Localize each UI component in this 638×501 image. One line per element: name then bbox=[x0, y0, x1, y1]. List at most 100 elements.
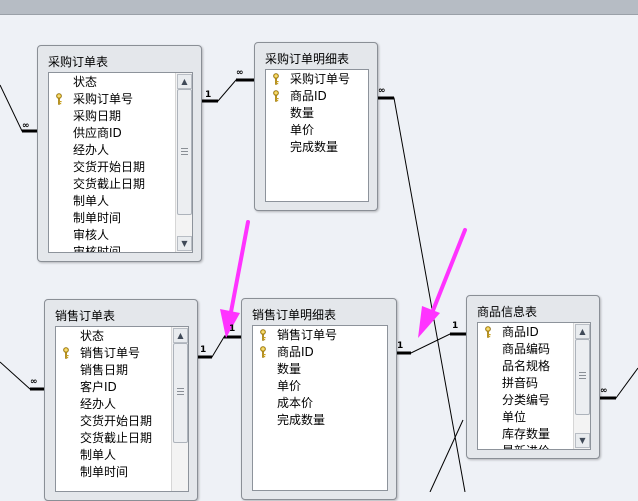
field-name: 销售订单号 bbox=[277, 328, 338, 342]
field-name: 交货截止日期 bbox=[80, 431, 153, 445]
field-row[interactable]: 商品ID bbox=[478, 324, 572, 341]
field-rows: 销售订单号商品ID 数量单价成本价完成数量 bbox=[253, 327, 387, 429]
top-toolbar-strip bbox=[0, 0, 638, 15]
scrollbar[interactable]: ▲ ▼ bbox=[573, 323, 590, 449]
scrollbar[interactable]: ▲ bbox=[171, 327, 188, 491]
field-row[interactable]: 成本价 bbox=[253, 395, 387, 412]
field-row[interactable]: 制单人 bbox=[49, 193, 174, 210]
field-row[interactable]: 最新进价 bbox=[478, 443, 572, 449]
field-row[interactable]: 经办人 bbox=[49, 142, 174, 159]
table-purchase-order[interactable]: 采购订单表 状态采购订单号采购日期供应商ID 经办人交货开始日期交货截止日期制单人… bbox=[37, 45, 202, 262]
relationship-line-left-purchase[interactable] bbox=[0, 84, 37, 132]
table-title[interactable]: 商品信息表 bbox=[477, 305, 538, 319]
cardinality-one-purchase-order: 1 bbox=[205, 90, 212, 100]
field-name: 采购日期 bbox=[73, 109, 122, 123]
relationship-line-bottom[interactable] bbox=[429, 419, 464, 492]
primary-key-icon bbox=[485, 326, 491, 338]
field-name: 成本价 bbox=[277, 396, 314, 410]
field-name: 品名规格 bbox=[502, 359, 551, 373]
arrow-annotation-right bbox=[418, 228, 467, 338]
field-row[interactable]: 状态 bbox=[49, 74, 174, 91]
table-sales-order-detail[interactable]: 销售订单明细表 销售订单号商品ID 数量单价成本价完成数量 bbox=[241, 298, 397, 500]
field-row[interactable]: 单价 bbox=[253, 378, 387, 395]
primary-key-icon bbox=[273, 73, 279, 85]
cardinality-one-sales-order: 1 bbox=[200, 345, 207, 355]
field-row[interactable]: 经办人 bbox=[56, 396, 170, 413]
field-name: 完成数量 bbox=[290, 140, 339, 154]
field-name: 采购订单号 bbox=[73, 92, 134, 106]
field-row[interactable]: 数量 bbox=[266, 105, 368, 122]
table-sales-order[interactable]: 销售订单表 状态销售订单号销售日期客户ID 经办人交货开始日期交货截止日期制单人制… bbox=[44, 299, 198, 501]
field-list[interactable]: 销售订单号商品ID 数量单价成本价完成数量 bbox=[252, 325, 388, 491]
scrollbar[interactable]: ▲ ▼ bbox=[175, 73, 192, 252]
field-row[interactable]: 分类编号 bbox=[478, 392, 572, 409]
relationship-line-sales-detail-to-product[interactable] bbox=[395, 333, 466, 354]
field-row[interactable]: 商品ID bbox=[253, 344, 387, 361]
table-title[interactable]: 采购订单表 bbox=[48, 55, 109, 69]
field-name: 单价 bbox=[290, 123, 315, 137]
field-row[interactable]: 单价 bbox=[266, 122, 368, 139]
field-rows: 状态采购订单号采购日期供应商ID 经办人交货开始日期交货截止日期制单人制单时间审核… bbox=[49, 74, 174, 253]
field-name: 状态 bbox=[80, 329, 105, 343]
field-row[interactable]: 完成数量 bbox=[253, 412, 387, 429]
field-row[interactable]: 交货截止日期 bbox=[56, 430, 170, 447]
field-row[interactable]: 品名规格 bbox=[478, 358, 572, 375]
scroll-down-arrow-icon[interactable]: ▼ bbox=[575, 433, 590, 448]
field-list[interactable]: 状态采购订单号采购日期供应商ID 经办人交货开始日期交货截止日期制单人制单时间审核… bbox=[48, 72, 193, 253]
table-product-info[interactable]: 商品信息表 商品ID商品编码品名规格拼音码分类编号单位库存数量最新进价 ▲ ▼ bbox=[466, 295, 600, 459]
field-row[interactable]: 销售日期 bbox=[56, 362, 170, 379]
field-row[interactable]: 状态 bbox=[56, 328, 170, 345]
field-row[interactable]: 供应商ID bbox=[49, 125, 174, 142]
field-row[interactable]: 数量 bbox=[253, 361, 387, 378]
field-name: 销售订单号 bbox=[80, 346, 141, 360]
field-name: 完成数量 bbox=[277, 413, 326, 427]
table-title[interactable]: 销售订单表 bbox=[55, 309, 116, 323]
field-row[interactable]: 商品ID bbox=[266, 88, 368, 105]
field-name: 制单时间 bbox=[73, 211, 122, 225]
table-title[interactable]: 采购订单明细表 bbox=[265, 52, 350, 66]
field-name: 审核时间 bbox=[73, 245, 122, 253]
field-name: 制单人 bbox=[80, 448, 117, 462]
field-row[interactable]: 商品编码 bbox=[478, 341, 572, 358]
field-list[interactable]: 状态销售订单号销售日期客户ID 经办人交货开始日期交货截止日期制单人制单时间 ▲ bbox=[55, 326, 189, 492]
field-name: 商品编码 bbox=[502, 342, 551, 356]
field-row[interactable]: 销售订单号 bbox=[253, 327, 387, 344]
primary-key-icon bbox=[63, 347, 69, 359]
field-row[interactable]: 拼音码 bbox=[478, 375, 572, 392]
field-row[interactable]: 采购订单号 bbox=[49, 91, 174, 108]
field-row[interactable]: 采购订单号 bbox=[266, 71, 368, 88]
cardinality-one-product-info: 1 bbox=[452, 321, 459, 331]
field-row[interactable]: 制单人 bbox=[56, 447, 170, 464]
scroll-thumb[interactable] bbox=[575, 339, 590, 415]
field-list[interactable]: 商品ID商品编码品名规格拼音码分类编号单位库存数量最新进价 ▲ ▼ bbox=[477, 322, 591, 450]
field-name: 供应商ID bbox=[73, 126, 122, 140]
field-row[interactable]: 审核人 bbox=[49, 227, 174, 244]
field-row[interactable]: 完成数量 bbox=[266, 139, 368, 156]
field-row[interactable]: 库存数量 bbox=[478, 426, 572, 443]
field-row[interactable]: 客户ID bbox=[56, 379, 170, 396]
field-name: 状态 bbox=[73, 75, 98, 89]
scroll-up-arrow-icon[interactable]: ▲ bbox=[177, 74, 192, 89]
field-row[interactable]: 制单时间 bbox=[49, 210, 174, 227]
field-row[interactable]: 单位 bbox=[478, 409, 572, 426]
field-row[interactable]: 销售订单号 bbox=[56, 345, 170, 362]
field-name: 单位 bbox=[502, 410, 527, 424]
field-name: 客户ID bbox=[80, 380, 117, 394]
primary-key-icon bbox=[260, 346, 266, 358]
field-row[interactable]: 交货开始日期 bbox=[56, 413, 170, 430]
table-title[interactable]: 销售订单明细表 bbox=[252, 308, 337, 322]
field-row[interactable]: 制单时间 bbox=[56, 464, 170, 481]
field-row[interactable]: 审核时间 bbox=[49, 244, 174, 253]
scroll-down-arrow-icon[interactable]: ▼ bbox=[177, 236, 192, 251]
field-row[interactable]: 交货截止日期 bbox=[49, 176, 174, 193]
scroll-up-arrow-icon[interactable]: ▲ bbox=[173, 328, 188, 343]
field-row[interactable]: 交货开始日期 bbox=[49, 159, 174, 176]
field-row[interactable]: 采购日期 bbox=[49, 108, 174, 125]
scroll-thumb[interactable] bbox=[173, 343, 188, 443]
scroll-up-arrow-icon[interactable]: ▲ bbox=[575, 324, 590, 339]
field-name: 商品ID bbox=[277, 345, 314, 359]
scroll-thumb[interactable] bbox=[177, 89, 192, 215]
cardinality-one-sales-detail-product: 1 bbox=[397, 341, 404, 351]
